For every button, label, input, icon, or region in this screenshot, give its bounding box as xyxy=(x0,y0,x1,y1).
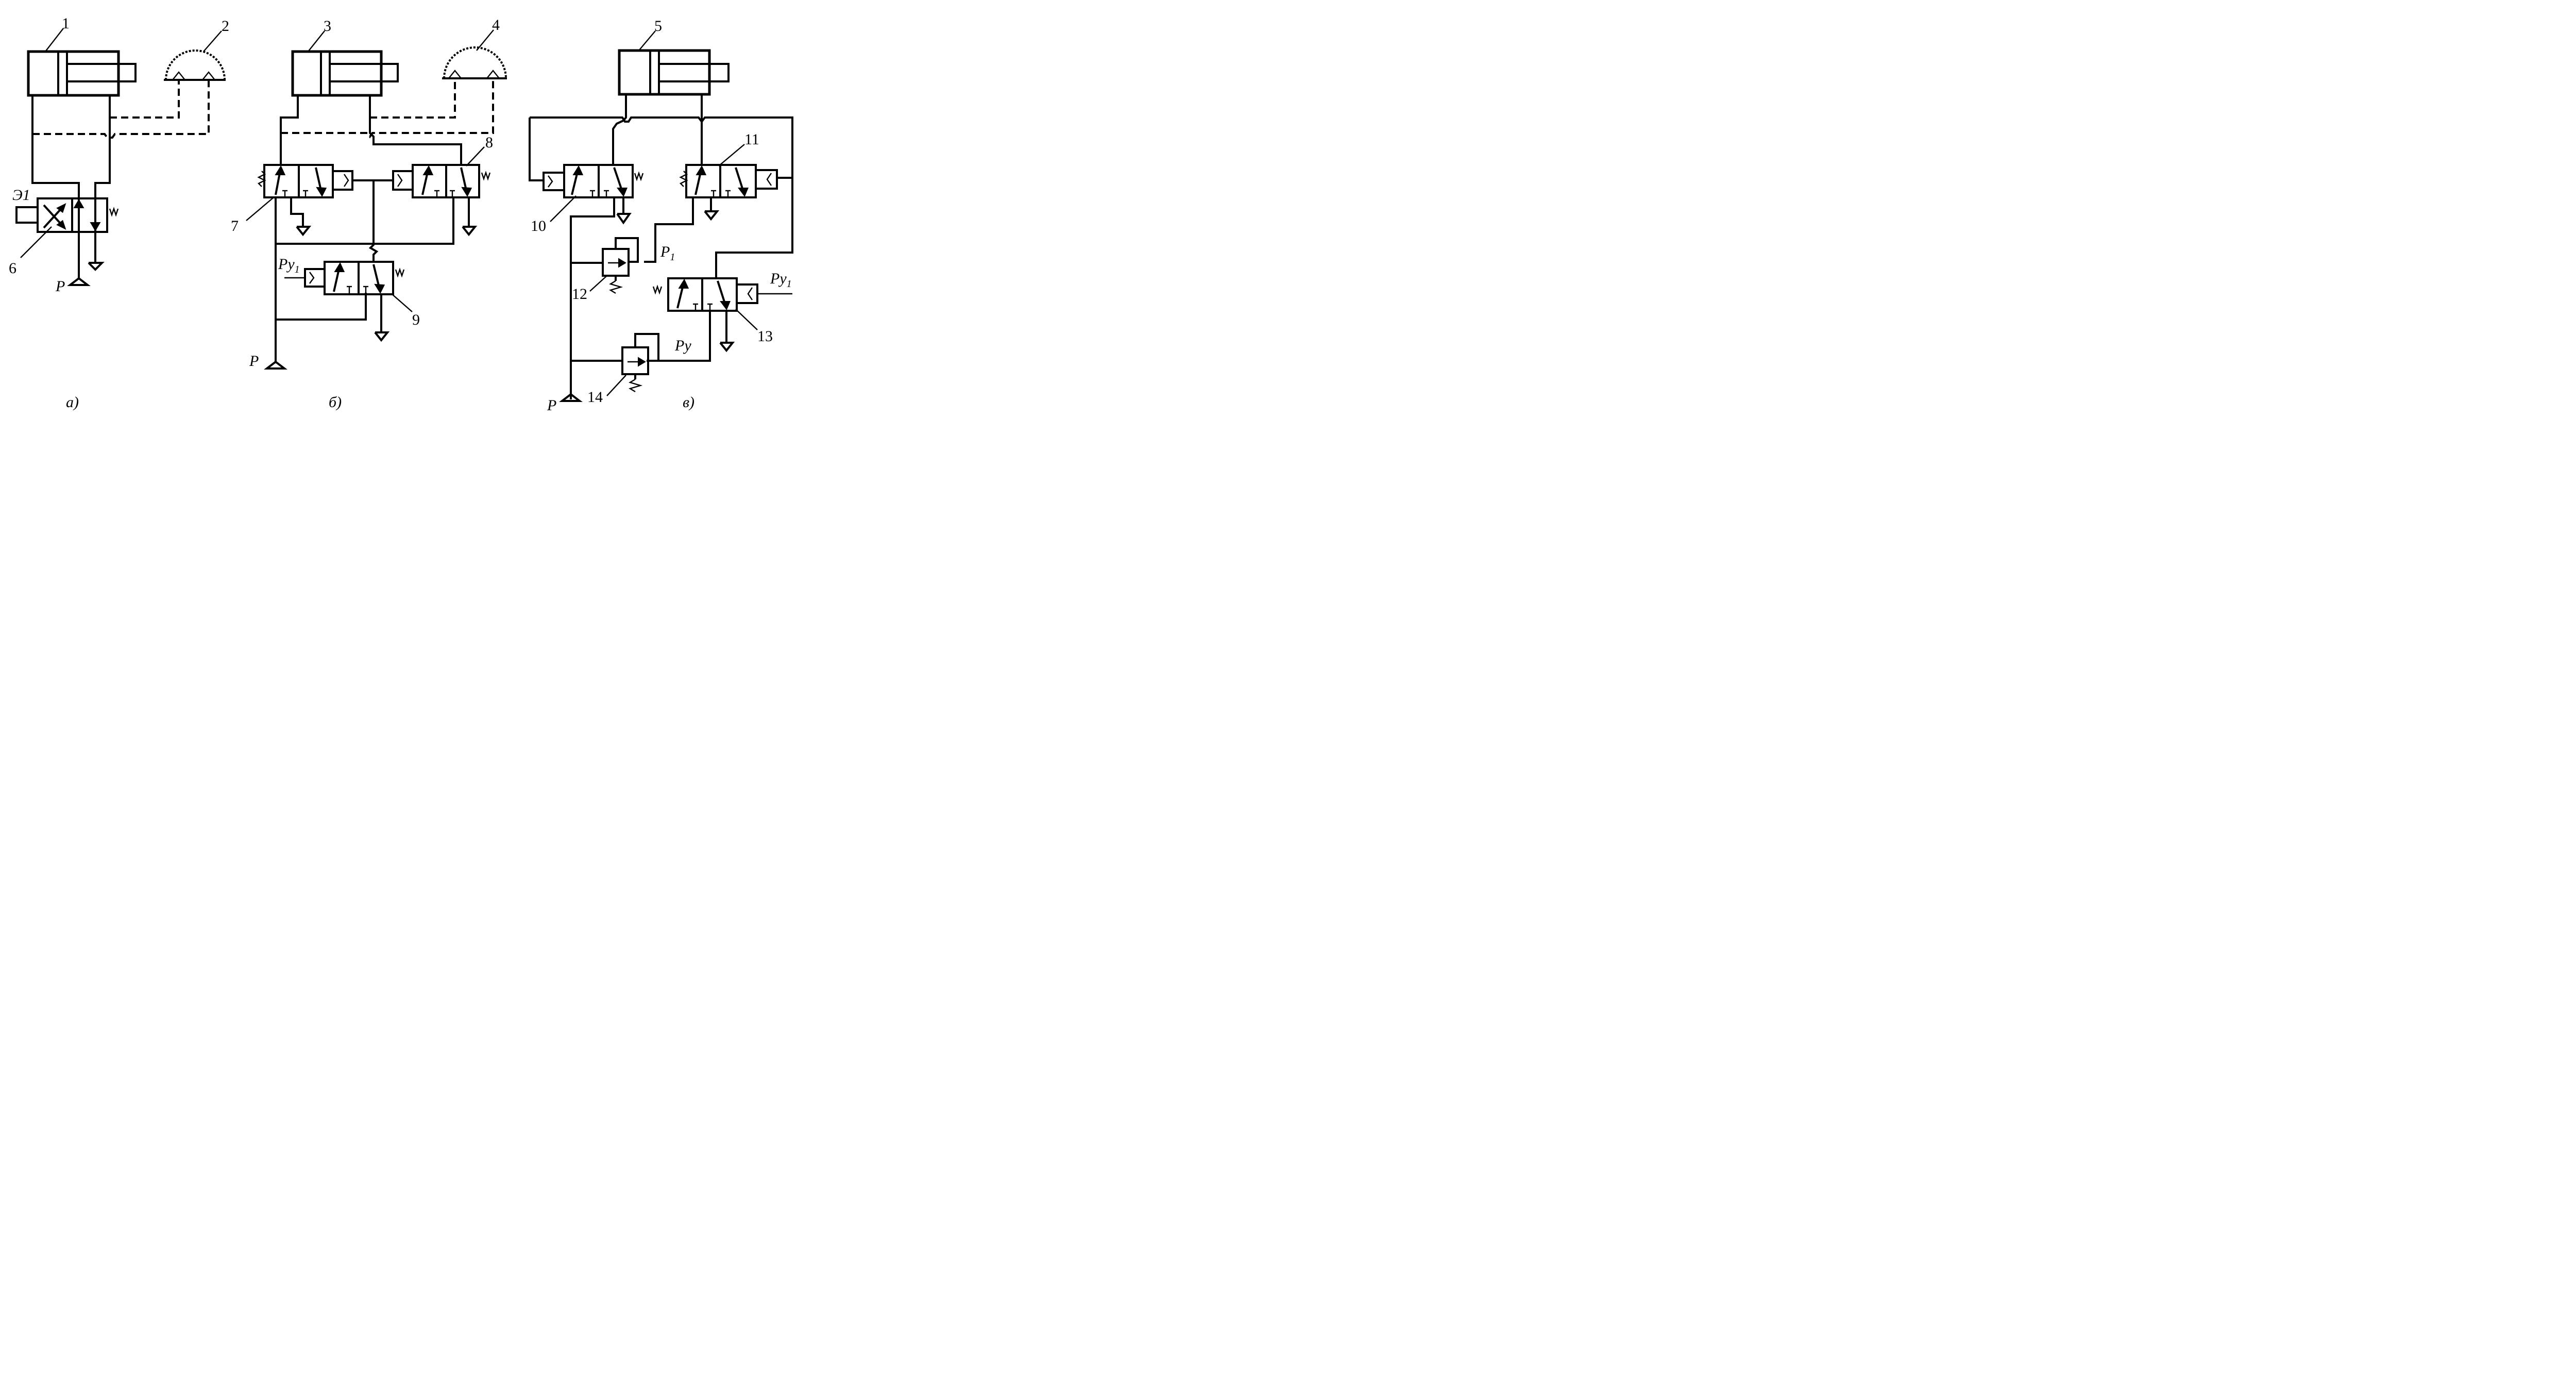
label-9: 9 xyxy=(412,311,420,328)
cylinder-3 xyxy=(291,50,399,97)
label-14: 14 xyxy=(587,389,603,406)
label-1: 1 xyxy=(62,15,70,32)
reducing-valve-12 xyxy=(571,237,639,294)
scheme-b: 3 4 7 8 9 Pу1 P б) xyxy=(231,16,507,411)
valve-8 xyxy=(392,164,491,198)
label-11: 11 xyxy=(744,131,759,148)
label-3: 3 xyxy=(324,18,331,35)
sensor-dome-4 xyxy=(442,46,507,79)
valve-10 xyxy=(543,164,644,198)
pressure-label-b: P xyxy=(249,353,259,370)
cylinder-5 xyxy=(618,49,730,96)
valve-7 xyxy=(257,164,353,198)
valve-6 xyxy=(15,197,119,233)
label-7: 7 xyxy=(231,217,239,234)
label-8: 8 xyxy=(485,134,493,151)
label-6: 6 xyxy=(9,260,16,277)
valve-11 xyxy=(679,164,778,198)
label-10: 10 xyxy=(531,217,546,234)
pressure-label-c: P xyxy=(547,397,556,414)
signal-py1-c: Pу1 xyxy=(770,270,792,290)
pressure-label-a: P xyxy=(55,278,65,295)
caption-b: б) xyxy=(329,394,342,411)
hydraulic-circuit-diagram: 1 2 6 Э1 P а) xyxy=(9,15,793,414)
pressure-label-py: Pу xyxy=(674,337,691,354)
label-2: 2 xyxy=(222,18,229,35)
label-13: 13 xyxy=(757,328,773,345)
reducing-valve-14 xyxy=(571,333,659,393)
scheme-c: 5 10 11 12 13 14 P1 Pу1 Pу P в) xyxy=(529,18,793,414)
caption-c: в) xyxy=(683,394,694,411)
pressure-label-p1: P1 xyxy=(660,243,675,263)
cylinder-1 xyxy=(27,50,137,97)
label-12: 12 xyxy=(572,286,587,303)
label-5: 5 xyxy=(654,18,662,35)
scheme-a: 1 2 6 Э1 P а) xyxy=(9,15,229,411)
sensor-dome-2 xyxy=(164,49,226,81)
signal-py1-b: Pу1 xyxy=(278,256,300,275)
valve-13 xyxy=(652,277,792,312)
valve-9 xyxy=(284,261,405,295)
signal-e1: Э1 xyxy=(12,187,30,204)
label-4: 4 xyxy=(492,16,500,33)
caption-a: а) xyxy=(66,394,79,411)
